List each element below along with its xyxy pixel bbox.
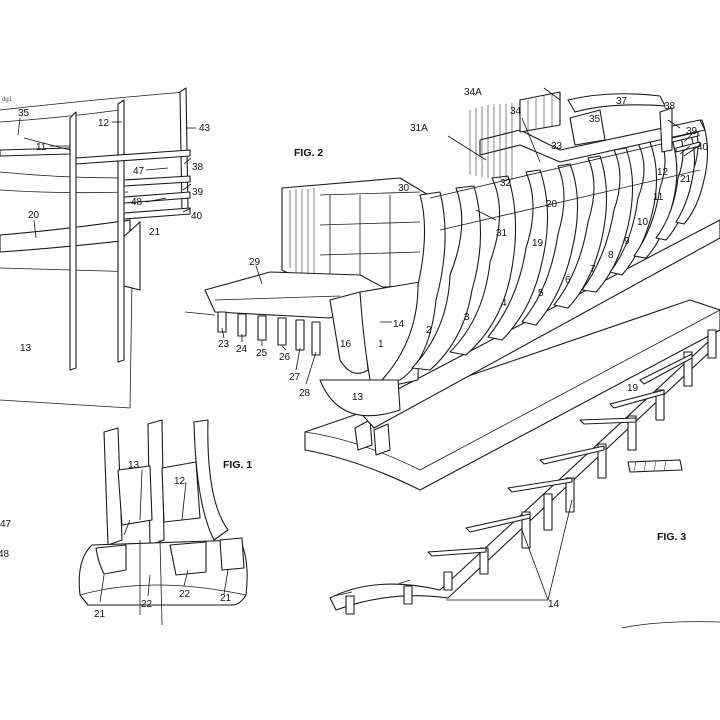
label-10: 10 — [637, 217, 649, 228]
label-21b: 21 — [94, 609, 106, 620]
label-13a: 13 — [20, 343, 32, 354]
label-13b: 13 — [128, 460, 140, 471]
label-19b: 19 — [627, 383, 639, 394]
label-40a: 40 — [191, 211, 203, 222]
label-38a: 38 — [192, 162, 204, 173]
label-8: 8 — [608, 250, 614, 261]
label-30: 30 — [398, 183, 410, 194]
label-22b: 22 — [179, 589, 191, 600]
label-34: 34 — [510, 106, 522, 117]
label-5: 5 — [538, 288, 544, 299]
label-3: 3 — [464, 312, 470, 323]
label-38b: 38 — [664, 101, 676, 112]
label-31a: 31A — [410, 123, 428, 134]
label-7: 7 — [590, 264, 596, 275]
label-32: 32 — [500, 178, 512, 189]
label-48a: 48 — [131, 197, 143, 208]
corner-mark: dg1 — [2, 97, 13, 103]
label-34a: 34A — [464, 87, 482, 98]
label-21c: 21 — [220, 593, 232, 604]
label-14a: 14 — [393, 319, 405, 330]
label-19a: 19 — [532, 238, 544, 249]
fig1-caption: FIG. 1 — [223, 459, 252, 471]
part-labels: dg1 FIG. 2 FIG. 1 FIG. 3 35 12 43 11 47 … — [0, 87, 709, 620]
fig2-caption: FIG. 2 — [294, 147, 323, 159]
label-12a: 12 — [98, 118, 110, 129]
curve-fragment — [621, 621, 720, 629]
label-39a: 39 — [192, 187, 204, 198]
label-9: 9 — [624, 236, 630, 247]
label-11a: 11 — [36, 142, 47, 153]
label-4: 4 — [501, 298, 507, 309]
label-6: 6 — [565, 275, 571, 286]
fig2-drawing — [184, 91, 720, 491]
label-14b: 14 — [548, 599, 560, 610]
label-21d: 21 — [680, 174, 692, 185]
label-47b: 47 — [0, 519, 12, 530]
label-24: 24 — [236, 344, 248, 355]
label-47a: 47 — [133, 166, 145, 177]
label-16: 16 — [340, 339, 352, 350]
label-27: 27 — [289, 372, 301, 383]
label-26: 26 — [279, 352, 291, 363]
stern-detail — [0, 87, 191, 409]
label-12b: 12 — [174, 476, 186, 487]
label-28: 28 — [299, 388, 311, 399]
label-39b: 39 — [686, 126, 698, 137]
fig3-caption: FIG. 3 — [657, 531, 686, 543]
fig3-drawing — [329, 329, 717, 615]
label-20b: 20 — [546, 199, 558, 210]
fig1-drawing — [78, 419, 248, 626]
label-37: 37 — [616, 96, 628, 107]
label-2: 2 — [426, 325, 432, 336]
label-25: 25 — [256, 348, 268, 359]
label-21a: 21 — [149, 227, 161, 238]
label-29: 29 — [249, 257, 261, 268]
label-23: 23 — [218, 339, 230, 350]
label-1: 1 — [378, 339, 384, 350]
label-33: 33 — [551, 141, 563, 152]
label-35a: 35 — [18, 108, 30, 119]
label-40b: 40 — [697, 142, 709, 153]
label-20a: 20 — [28, 210, 40, 221]
label-22a: 22 — [141, 599, 153, 610]
label-12c: 12 — [657, 167, 669, 178]
label-48b: 48 — [0, 549, 10, 560]
label-43: 43 — [199, 123, 211, 134]
label-35b: 35 — [589, 114, 601, 125]
label-13c: 13 — [352, 392, 364, 403]
label-11b: 11 — [653, 192, 664, 203]
leader-lines — [33, 87, 701, 603]
label-31: 31 — [496, 228, 508, 239]
